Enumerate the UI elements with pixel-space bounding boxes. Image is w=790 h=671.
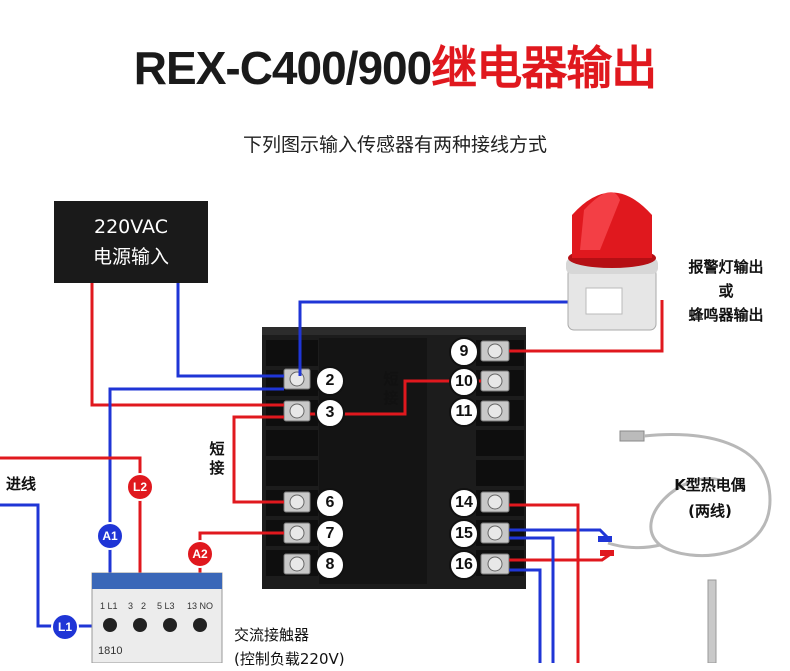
terminal-15-label: 15 — [449, 519, 479, 549]
badge-a2: A2 — [186, 540, 214, 568]
contactor-icon — [91, 572, 223, 663]
alarm-lamp-icon — [566, 192, 658, 331]
contactor-mark-4: 5 L3 — [157, 601, 175, 611]
contactor-mark-5: 13 NO — [187, 601, 214, 611]
badge-a1: A1 — [96, 522, 124, 550]
title-model: REX-C400/900 — [133, 42, 432, 94]
badge-l2: L2 — [126, 473, 154, 501]
power-input-box: 220VAC 电源输入 — [54, 201, 208, 283]
terminal-10-label: 10 — [449, 367, 479, 397]
terminal-2-label: 2 — [315, 366, 345, 396]
short-label-top: 短 接 — [382, 370, 400, 408]
alarm-label-line1: 报警灯输出 — [688, 258, 764, 276]
incoming-line-label: 进线 — [6, 475, 37, 493]
short-left-char1: 短 — [209, 440, 225, 458]
contactor-mark-2: 3 — [128, 601, 134, 611]
terminal-7-label: 7 — [315, 519, 345, 549]
contactor-label-line1: 交流接触器 — [234, 626, 310, 644]
controller-body — [262, 327, 526, 589]
terminal-11-label: 11 — [449, 397, 479, 427]
contactor-label: 交流接触器 (控制负载220V) — [234, 623, 345, 671]
short-top-char2: 接 — [383, 389, 399, 407]
terminal-8-label: 8 — [315, 550, 345, 580]
page-title: REX-C400/900继电器输出 — [0, 38, 790, 98]
thermocouple-icon — [598, 430, 772, 663]
contactor-mark-1: 1 L1 — [100, 601, 118, 611]
page-subtitle: 下列图示输入传感器有两种接线方式 — [242, 134, 547, 156]
thermocouple-label-line2: (两线) — [688, 502, 732, 520]
thermocouple-label-line1: K型热电偶 — [674, 476, 746, 494]
badge-l1: L1 — [51, 613, 79, 641]
terminal-9-label: 9 — [449, 337, 479, 367]
short-label-left: 短 接 — [208, 440, 226, 478]
alarm-label-line3: 蜂鸣器输出 — [688, 306, 764, 324]
terminal-14-label: 14 — [449, 488, 479, 518]
contactor-mark-3: 2 — [141, 601, 147, 611]
terminal-16-label: 16 — [449, 550, 479, 580]
contactor-model: 1810 — [98, 645, 123, 657]
short-left-char2: 接 — [209, 459, 225, 477]
terminal-6-label: 6 — [315, 488, 345, 518]
alarm-label-line2: 或 — [718, 282, 734, 300]
alarm-output-label: 报警灯输出 或 蜂鸣器输出 — [676, 255, 776, 327]
title-suffix: 继电器输出 — [431, 42, 657, 94]
contactor-label-line2: (控制负载220V) — [234, 650, 345, 668]
terminal-3-label: 3 — [315, 398, 345, 428]
wires — [0, 283, 664, 663]
short-top-char1: 短 — [383, 370, 399, 388]
power-label: 电源输入 — [92, 246, 169, 268]
power-voltage: 220VAC — [94, 216, 168, 238]
thermocouple-label: K型热电偶 (两线) — [660, 472, 760, 524]
terminal-screws — [283, 340, 510, 575]
